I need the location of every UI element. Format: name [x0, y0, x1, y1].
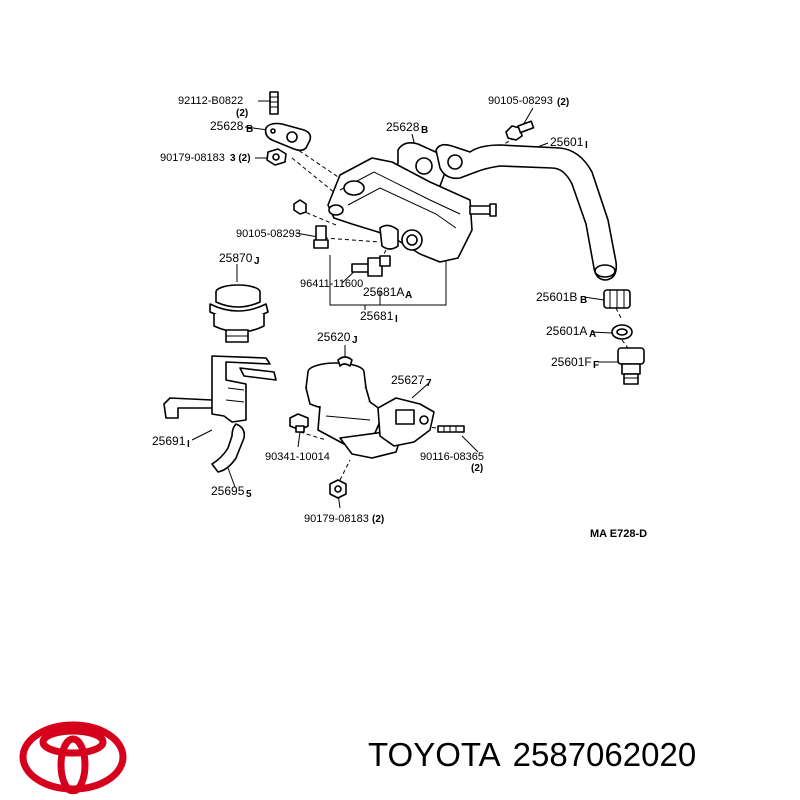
- qty-90116: (2): [471, 463, 483, 474]
- nut-90179-top: [266, 148, 287, 166]
- label-25601f: 25601F: [551, 355, 592, 369]
- suffix-25681: I: [395, 314, 398, 325]
- egr-valve-25620: [305, 356, 401, 459]
- suffix-25628-right: B: [421, 125, 428, 136]
- qty-92112: (2): [236, 108, 248, 119]
- label-25601a: 25601A: [546, 324, 587, 338]
- label-25691: 25691: [152, 434, 186, 448]
- gasket-25601a: [611, 324, 633, 340]
- suffix-25601f: F: [593, 360, 599, 371]
- logo-ellipses: [19, 721, 127, 794]
- plug-90341: [289, 413, 309, 433]
- label-25681: 25681: [360, 309, 394, 323]
- label-25870: 25870: [219, 251, 253, 265]
- label-25627: 25627: [391, 373, 425, 387]
- part-number: 2587062020: [512, 736, 697, 773]
- suffix-25681a: A: [405, 290, 412, 301]
- vacuum-hose-25695: [211, 423, 246, 473]
- diagram-code: MA E728-D: [590, 528, 647, 540]
- nut-90179-bottom: [329, 479, 347, 499]
- label-25620: 25620: [317, 330, 351, 344]
- leader-lines: [191, 100, 620, 509]
- toyota-logo-icon: [19, 721, 127, 794]
- egr-pipe-25601: [435, 143, 618, 281]
- suffix-25691: I: [187, 439, 190, 450]
- label-25695: 25695: [211, 484, 245, 498]
- suffix-25628-left: B: [246, 124, 253, 135]
- egr-modulator-25870: [209, 284, 269, 343]
- brand-name: TOYOTA: [368, 736, 501, 773]
- label-90179-top: 90179-08183: [160, 152, 225, 164]
- gasket-25628-left: [264, 122, 312, 152]
- nut-90105-mid: [293, 199, 329, 249]
- suffix-25627: 7: [426, 378, 432, 389]
- label-25628-left: 25628: [210, 119, 244, 133]
- label-92112: 92112-B0822: [178, 95, 243, 107]
- bolt-90105-top: [505, 120, 535, 141]
- label-25601: 25601: [550, 135, 584, 149]
- label-25628-right: 25628: [386, 120, 420, 134]
- stud-90116: [437, 425, 465, 433]
- label-96411: 96411-11600: [300, 278, 363, 290]
- label-25681a: 25681A: [363, 285, 404, 299]
- stud-bolt-92112: [269, 91, 279, 115]
- part-labels: 92112-B0822 (2) 25628 B 90179-08183 3 (2…: [152, 95, 647, 540]
- bracket-25691: [163, 355, 277, 423]
- egr-valve-body-25627: [377, 397, 435, 447]
- qty-90179-top: 3 (2): [230, 153, 251, 164]
- egr-cooler-adapter-25681: [327, 157, 497, 263]
- label-90105-top: 90105-08293: [488, 95, 553, 107]
- union-25601f: [617, 347, 645, 385]
- suffix-25601b: B: [580, 295, 587, 306]
- brand-caption: TOYOTA 2587062020: [368, 736, 696, 774]
- union-nut-25601b: [603, 289, 631, 309]
- suffix-25695: 5: [246, 489, 252, 500]
- union-96411: [351, 255, 391, 277]
- label-90105-mid: 90105-08293: [236, 228, 301, 240]
- suffix-25870: J: [254, 256, 260, 267]
- suffix-25601: I: [585, 140, 588, 151]
- suffix-25620: J: [352, 335, 358, 346]
- suffix-25601a: A: [589, 329, 596, 340]
- label-25601b: 25601B: [536, 290, 577, 304]
- label-90179-bottom: 90179-08183: [304, 513, 369, 525]
- qty-90105-top: (2): [557, 97, 569, 108]
- label-90116: 90116-08365: [420, 451, 484, 463]
- label-90341: 90341-10014: [265, 451, 330, 463]
- qty-90179-bottom: (2): [372, 514, 384, 525]
